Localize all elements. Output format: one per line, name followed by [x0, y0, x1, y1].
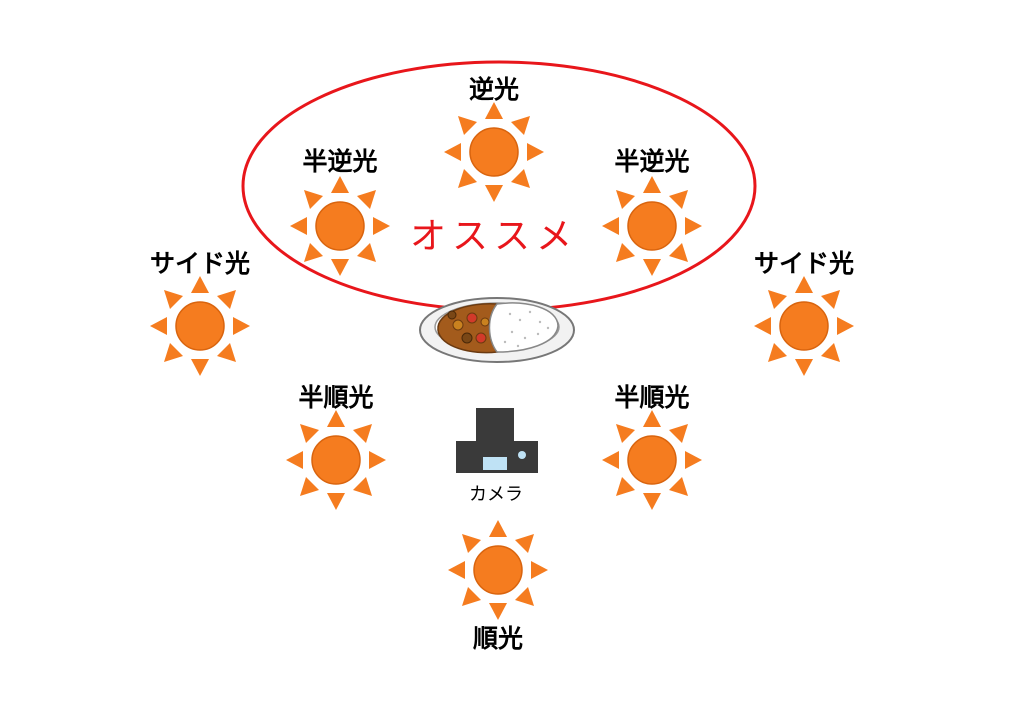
- light-label-half-back-right: 半逆光: [614, 147, 689, 176]
- sun-icon: [289, 175, 391, 277]
- light-back: 逆光: [443, 75, 545, 203]
- light-label-back: 逆光: [469, 75, 519, 104]
- sun-icon: [447, 519, 549, 621]
- camera-icon: [456, 408, 538, 473]
- recommend-label: オススメ: [410, 216, 578, 257]
- sun-icon: [285, 409, 387, 511]
- light-side-left: サイド光: [149, 249, 251, 377]
- light-half-back-left: 半逆光: [289, 147, 391, 277]
- light-half-back-right: 半逆光: [601, 147, 703, 277]
- light-label-side-left: サイド光: [150, 249, 250, 278]
- light-half-front-left: 半順光: [285, 383, 387, 511]
- curry-rice-icon: [419, 297, 575, 363]
- sun-icon: [443, 101, 545, 203]
- sun-icon: [753, 275, 855, 377]
- camera-label: カメラ: [469, 484, 523, 505]
- light-half-front-right: 半順光: [601, 383, 703, 511]
- light-label-half-back-left: 半逆光: [302, 147, 377, 176]
- light-label-half-front-left: 半順光: [298, 383, 373, 412]
- sun-icon: [601, 409, 703, 511]
- light-side-right: サイド光: [753, 249, 855, 377]
- sun-icon: [601, 175, 703, 277]
- sun-icon: [149, 275, 251, 377]
- light-label-half-front-right: 半順光: [614, 383, 689, 412]
- light-label-front: 順光: [473, 624, 523, 653]
- light-label-side-right: サイド光: [754, 249, 854, 278]
- light-front: 順光: [447, 519, 549, 653]
